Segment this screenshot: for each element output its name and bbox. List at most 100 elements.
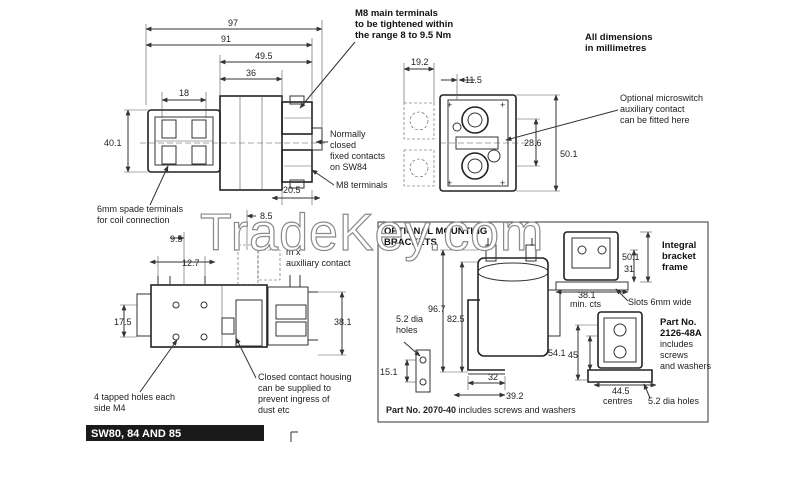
housing-label-line: Closed contact housing bbox=[258, 372, 352, 382]
watermark: TradeKey.com bbox=[200, 204, 544, 262]
microswitch-label-line: can be fitted here bbox=[620, 115, 690, 125]
dim-12-7: 12.7 bbox=[182, 258, 200, 268]
dim-32: 32 bbox=[488, 372, 498, 382]
side-dimensions: 8.5 9.5 12.7 17.5 38.1 bbox=[114, 210, 352, 356]
tapped-holes-label-line: 4 tapped holes each bbox=[94, 392, 175, 402]
m8-terminals-label: M8 terminals bbox=[336, 180, 388, 190]
dim-20-5: 20.5 bbox=[283, 185, 301, 195]
housing-label-line: can be supplied to bbox=[258, 383, 331, 393]
part-2126-title-line: Part No. bbox=[660, 317, 696, 328]
integral-bracket-label-line: frame bbox=[662, 262, 688, 273]
dim-40-1: 40.1 bbox=[104, 138, 122, 148]
units-note-line: All dimensions bbox=[585, 32, 653, 43]
dim-39-2: 39.2 bbox=[506, 391, 524, 401]
dim-19-2: 19.2 bbox=[411, 57, 429, 67]
hole-5-2-left-label-line: 5.2 dia bbox=[396, 314, 423, 324]
dim-38-1-side: 38.1 bbox=[334, 317, 352, 327]
min-cts-label: min. cts bbox=[570, 299, 602, 309]
dim-44-5: 44.5 bbox=[612, 386, 630, 396]
dim-91: 91 bbox=[221, 34, 231, 44]
optional-mounting-title-line: OPTIONAL MOUNTING bbox=[384, 226, 487, 237]
dim-50-1-end: 50.1 bbox=[560, 149, 578, 159]
part-2070-desc: includes screws and washers bbox=[456, 405, 576, 415]
housing-label-line: prevent ingress of bbox=[258, 394, 330, 404]
dim-49-5: 49.5 bbox=[255, 51, 273, 61]
dim-82-5: 82.5 bbox=[447, 314, 465, 324]
units-note-line: in millimetres bbox=[585, 43, 646, 54]
integral-bracket-label-line: Integral bbox=[662, 240, 696, 251]
part-2070-number: Part No. 2070-40 bbox=[386, 405, 456, 415]
svg-text:+: + bbox=[447, 100, 452, 110]
part-2126-desc-line: screws bbox=[660, 350, 689, 360]
dim-36: 36 bbox=[246, 68, 256, 78]
m8-main-terminals-note-line: M8 main terminals bbox=[355, 8, 438, 19]
dim-18: 18 bbox=[179, 88, 189, 98]
dim-38-1-bracket: 38.1 bbox=[578, 290, 596, 300]
tapped-holes-label-line: side M4 bbox=[94, 403, 126, 413]
spade-terminals-label-line: 6mm spade terminals bbox=[97, 204, 184, 214]
dim-17-5: 17.5 bbox=[114, 317, 132, 327]
m8-main-terminals-note-line: the range 8 to 9.5 Nm bbox=[355, 30, 451, 41]
part-2126-title: Part No.2126-48A bbox=[660, 317, 702, 339]
hole-5-2-left-label-line: holes bbox=[396, 325, 418, 335]
top-dimensions: 97 91 49.5 36 18 40.1 20.5 bbox=[104, 18, 323, 205]
normally-closed-label-line: fixed contacts bbox=[330, 151, 386, 161]
normally-closed-label-line: closed bbox=[330, 140, 356, 150]
dim-96-7: 96.7 bbox=[428, 304, 446, 314]
optional-mounting-title-line: BRACKETS bbox=[384, 237, 437, 248]
part-2126-desc-line: and washers bbox=[660, 361, 712, 371]
svg-text:+: + bbox=[500, 100, 505, 110]
slots-label: Slots 6mm wide bbox=[628, 297, 692, 307]
dim-9-5: 9.5 bbox=[170, 234, 183, 244]
centres-label: centres bbox=[603, 396, 633, 406]
normally-closed-label-line: on SW84 bbox=[330, 162, 367, 172]
svg-text:+: + bbox=[447, 178, 452, 188]
aux-contact-label-line: auxiliary contact bbox=[286, 258, 351, 268]
end-view: + + + + bbox=[403, 94, 530, 192]
dim-54-1: 54.1 bbox=[548, 348, 566, 358]
dim-28-6: 28.6 bbox=[524, 138, 542, 148]
hole-5-2-right-label: 5.2 dia holes bbox=[648, 396, 700, 406]
dim-11-5: 11.5 bbox=[465, 75, 482, 85]
microswitch-label-line: auxiliary contact bbox=[620, 104, 685, 114]
dim-15-1: 15.1 bbox=[380, 367, 398, 377]
top-view bbox=[140, 95, 325, 191]
spade-terminals-label-line: for coil connection bbox=[97, 215, 170, 225]
dim-97: 97 bbox=[228, 18, 238, 28]
part-2070-label: Part No. 2070-40 includes screws and was… bbox=[386, 405, 576, 415]
m8-main-terminals-note-line: to be tightened within bbox=[355, 19, 453, 30]
part-2126-title-line: 2126-48A bbox=[660, 328, 702, 339]
housing-label-line: dust etc bbox=[258, 405, 290, 415]
part-2126-desc-line: includes bbox=[660, 339, 694, 349]
dim-50-1-bracket: 50.1 bbox=[622, 252, 640, 262]
end-dimensions: 19.2 11.5 28.6 50.1 bbox=[403, 57, 578, 192]
svg-text:+: + bbox=[500, 178, 505, 188]
integral-bracket-label-line: bracket bbox=[662, 251, 697, 262]
normally-closed-label-line: Normally bbox=[330, 129, 366, 139]
model-band: SW80, 84 AND 85 bbox=[86, 425, 298, 442]
dim-8-5: 8.5 bbox=[260, 211, 273, 221]
microswitch-label-line: Optional microswitch bbox=[620, 93, 703, 103]
aux-contact-label-line: m x bbox=[286, 247, 301, 257]
side-view bbox=[136, 244, 318, 348]
model-title: SW80, 84 AND 85 bbox=[91, 428, 181, 440]
dim-31: 31 bbox=[624, 264, 634, 274]
dim-45: 45 bbox=[568, 350, 578, 360]
